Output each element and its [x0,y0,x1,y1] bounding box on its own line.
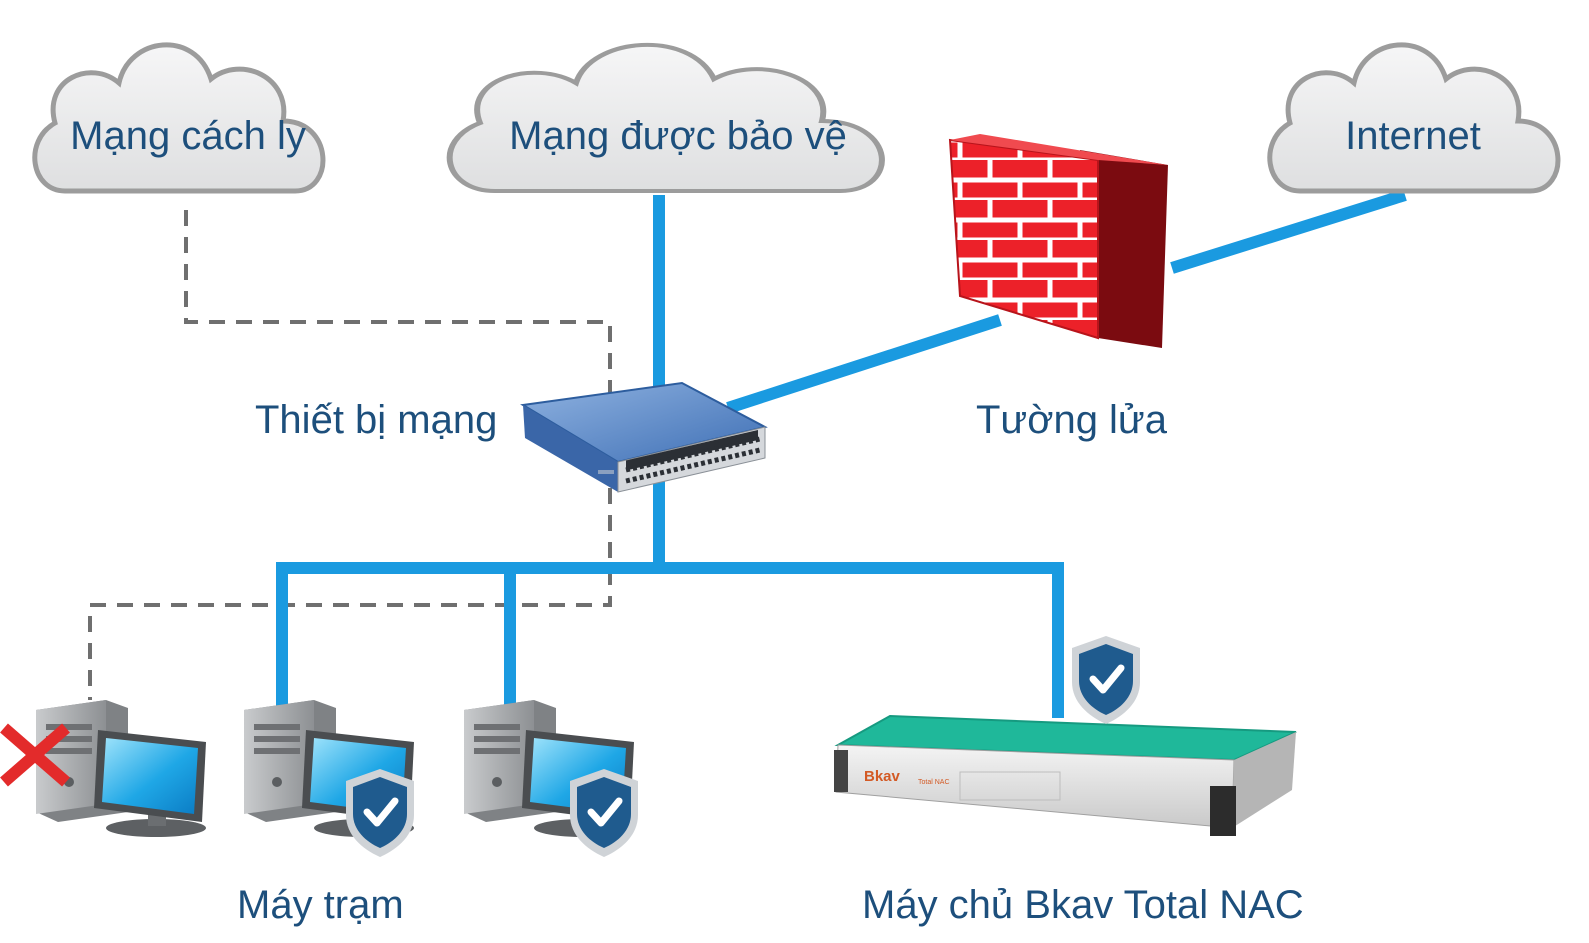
shield-check-icon [346,769,414,857]
network-links [276,189,1407,718]
firewall-icon [948,134,1168,348]
shield-check-icon [1072,636,1140,724]
isolated-links [88,210,612,700]
server-label: Máy chủ Bkav Total NAC [862,883,1304,927]
network-device-label: Thiết bị mạng [255,398,498,442]
server-brand-text: Bkav [864,768,901,785]
reject-x-icon [0,723,70,787]
server-icon: Bkav Total NAC [834,714,1297,836]
cloud-internet-label: Internet [1345,114,1481,158]
workstation-rejected-icon [36,700,206,837]
workstations-label: Máy trạm [237,883,404,927]
switch-icon [520,381,768,493]
server-model-text: Total NAC [918,779,950,786]
cloud-isolated-label: Mạng cách ly [70,114,306,158]
firewall-label: Tường lửa [976,398,1167,442]
cloud-protected-label: Mạng được bảo vệ [509,114,847,158]
shield-check-icon [570,769,638,857]
